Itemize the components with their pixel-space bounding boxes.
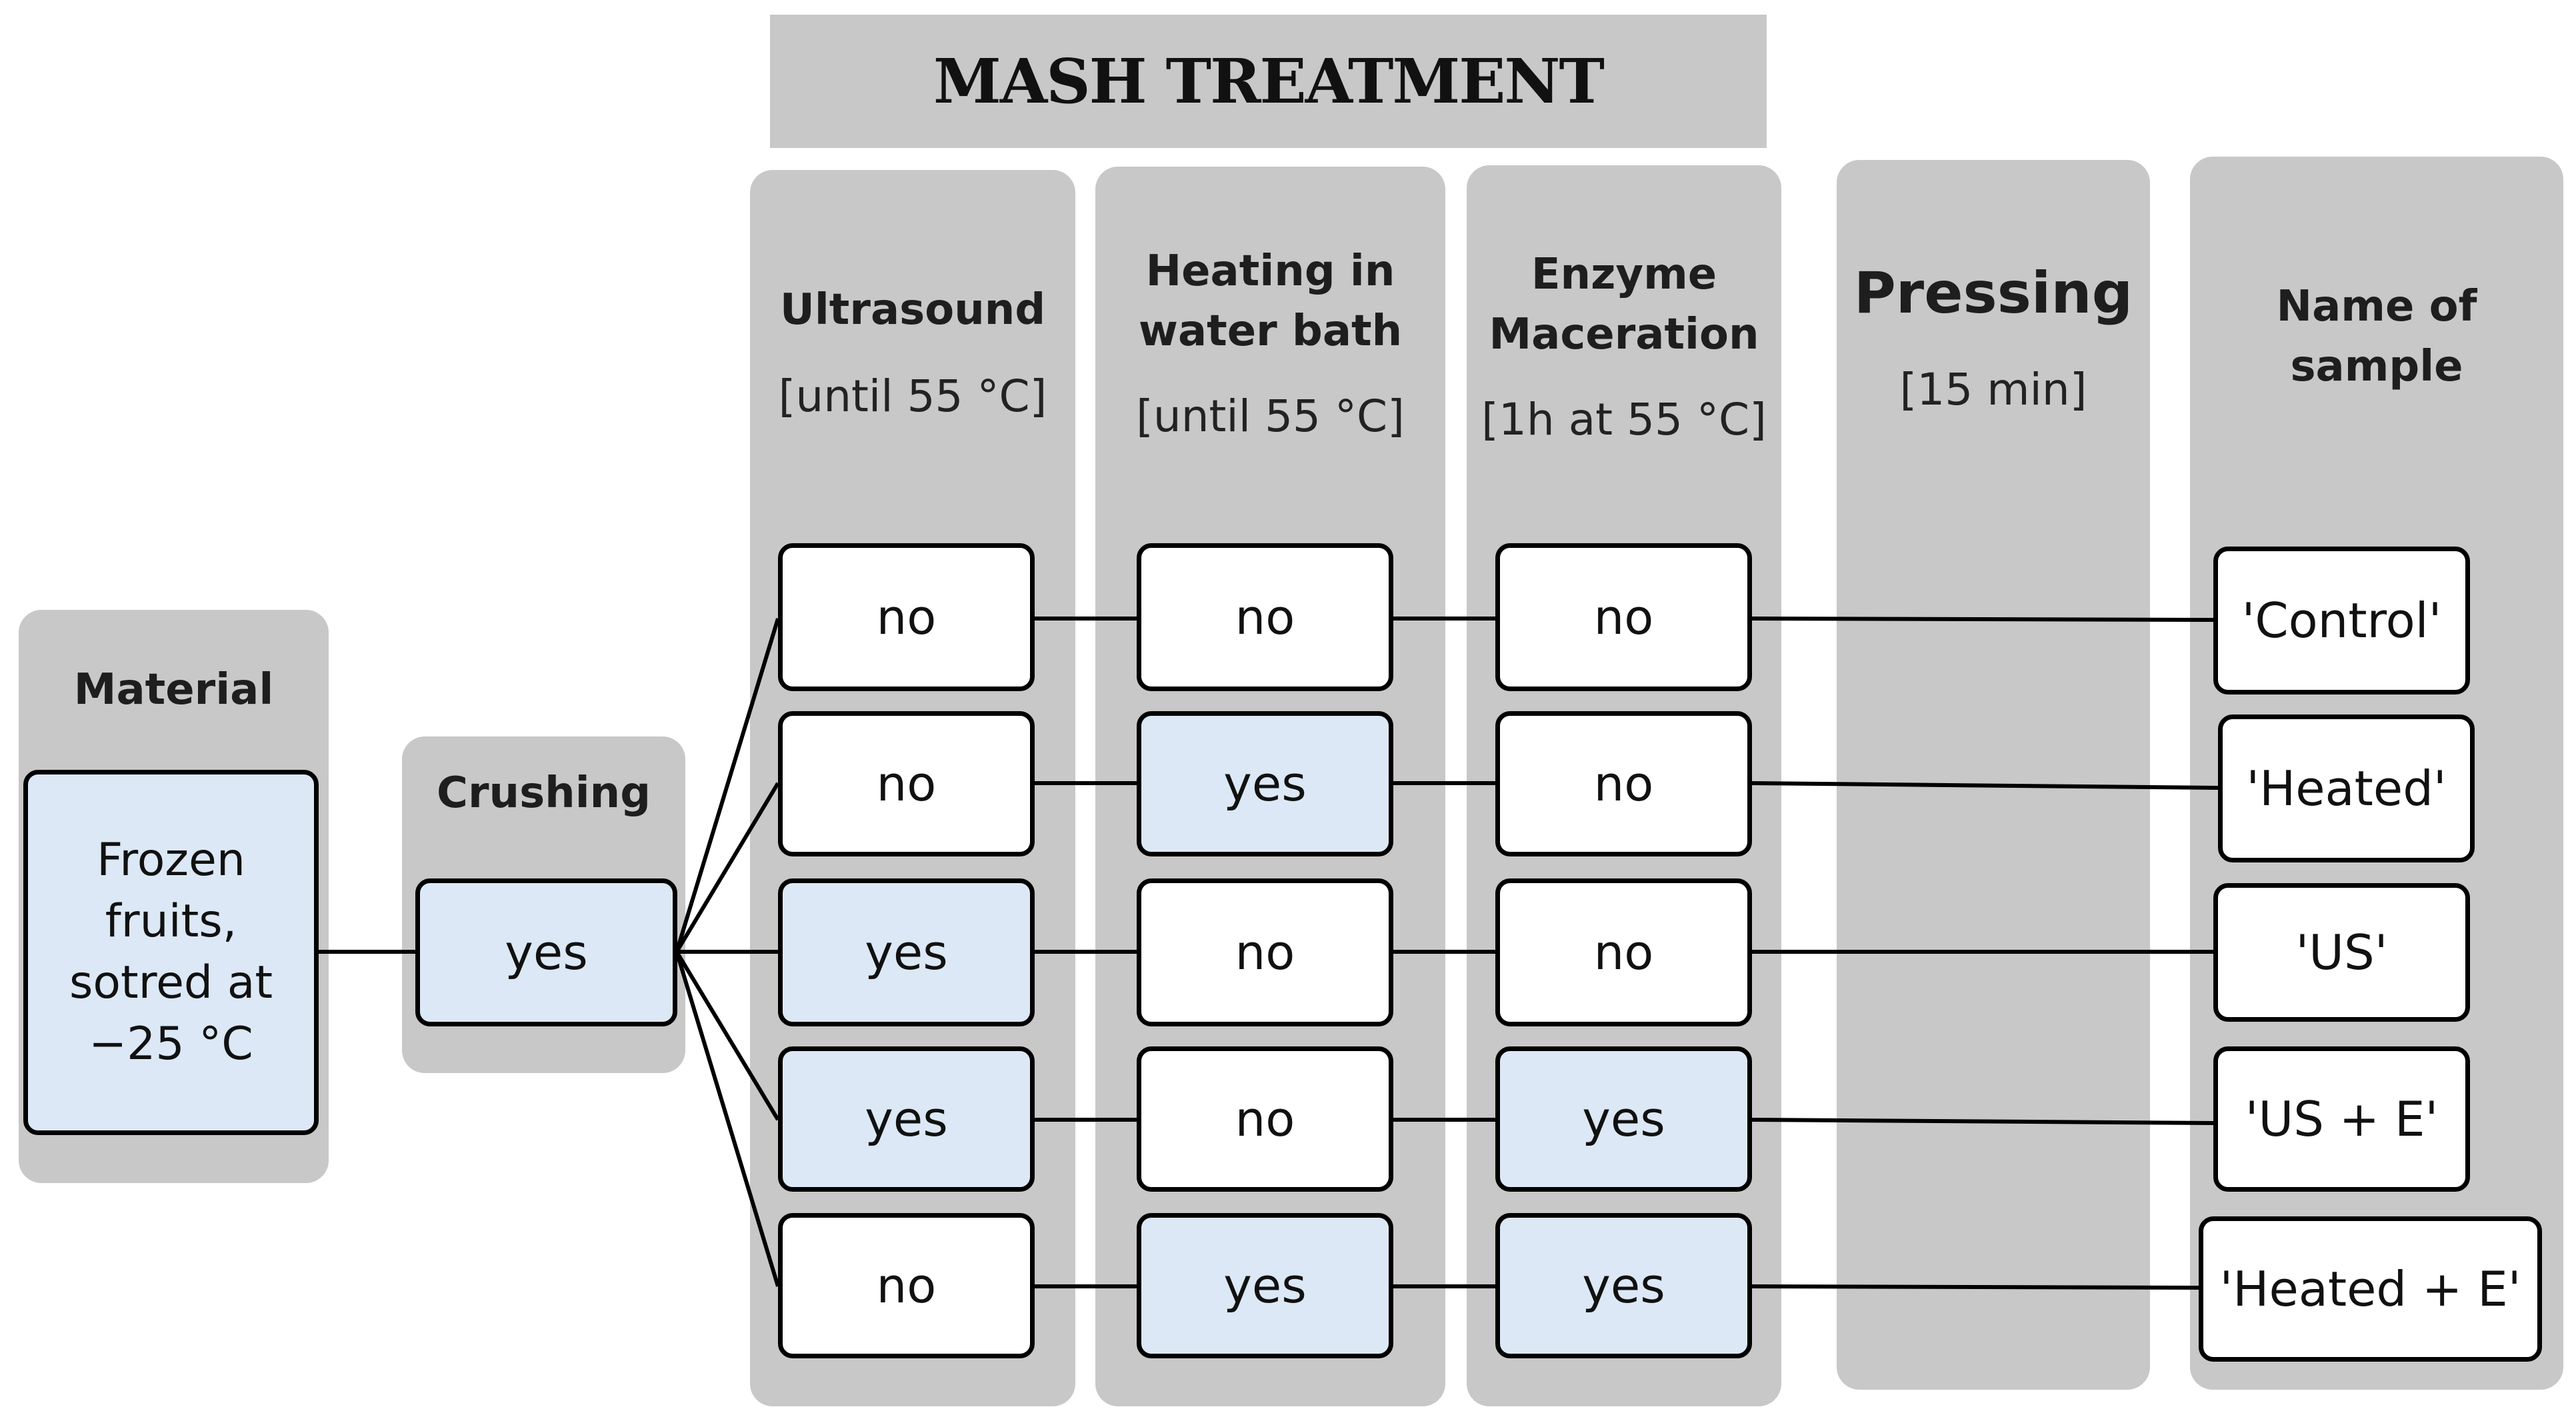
connector-row1-c (1751, 617, 2214, 622)
material-line-2: fruits, (105, 895, 237, 948)
sample-name-cell: 'Heated' (2218, 714, 2475, 862)
crushing-header: Crushing (436, 768, 651, 818)
enzyme-cell: no (1495, 543, 1752, 691)
connector-fan-row2 (675, 782, 780, 953)
sample-name-cell: 'US' (2213, 883, 2470, 1022)
enzyme-cell: yes (1495, 1046, 1752, 1192)
ultrasound-cell: yes (778, 878, 1035, 1026)
crushing-box: yes (415, 878, 677, 1026)
material-line-1: Frozen (97, 834, 245, 886)
enzyme-cell: yes (1495, 1213, 1752, 1358)
mash-treatment-title: MASH TREATMENT (770, 15, 1767, 148)
material-line-3: sotred at (69, 956, 273, 1009)
heating-cell: no (1137, 1046, 1393, 1192)
connector-row5-c (1751, 1284, 2201, 1290)
heating-cell: no (1137, 878, 1393, 1026)
connector-row2-c (1751, 781, 2219, 790)
enzyme-cell: no (1495, 878, 1752, 1026)
connector-fan-row1 (675, 618, 780, 952)
enzyme-header-line2: Maceration (1489, 310, 1759, 359)
material-header: Material (73, 665, 274, 714)
enzyme-header-line1: Enzyme (1531, 250, 1717, 299)
heating-cell: yes (1137, 1213, 1393, 1358)
material-box: Frozen fruits, sotred at −25 °C (23, 770, 319, 1135)
pressing-condition: [15 min] (1899, 364, 2087, 415)
enzyme-condition: [1h at 55 °C] (1481, 394, 1767, 445)
ultrasound-cell: no (778, 1213, 1035, 1358)
ultrasound-condition: [until 55 °C] (778, 371, 1047, 422)
ultrasound-header: Ultrasound (779, 285, 1046, 335)
pressing-header: Pressing (1853, 260, 2133, 327)
sample-name-cell: 'Control' (2213, 547, 2470, 695)
heating-cell: no (1137, 543, 1393, 691)
heating-cell: yes (1137, 711, 1393, 856)
heating-header-line2: water bath (1138, 307, 1403, 356)
ultrasound-cell: no (778, 711, 1035, 856)
material-line-4: −25 °C (89, 1018, 253, 1070)
heating-condition: [until 55 °C] (1136, 391, 1405, 442)
connector-row4-c (1751, 1118, 2214, 1125)
pressing-panel (1837, 160, 2150, 1390)
connector-fan-row4 (675, 950, 780, 1121)
ultrasound-cell: yes (778, 1046, 1035, 1192)
sample-name-cell: 'Heated + E' (2199, 1216, 2542, 1362)
sample-header-line1: Name of (2276, 282, 2477, 331)
enzyme-cell: no (1495, 711, 1752, 856)
sample-header-line2: sample (2290, 342, 2463, 391)
connector-fan-row5 (675, 951, 780, 1287)
heating-header-line1: Heating in (1145, 247, 1395, 296)
ultrasound-cell: no (778, 543, 1035, 691)
sample-name-cell: 'US + E' (2213, 1046, 2470, 1192)
